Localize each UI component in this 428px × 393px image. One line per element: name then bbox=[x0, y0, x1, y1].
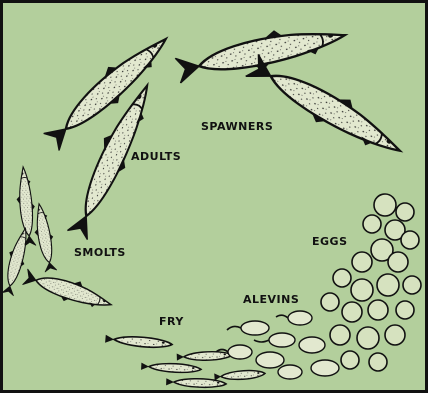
label-adults: ADULTS bbox=[131, 150, 181, 163]
label-smolts: SMOLTS bbox=[74, 246, 126, 259]
label-fry: FRY bbox=[159, 315, 184, 328]
label-spawners: SPAWNERS bbox=[201, 120, 273, 133]
label-alevins: ALEVINS bbox=[243, 293, 299, 306]
label-eggs: EGGS bbox=[312, 235, 348, 248]
